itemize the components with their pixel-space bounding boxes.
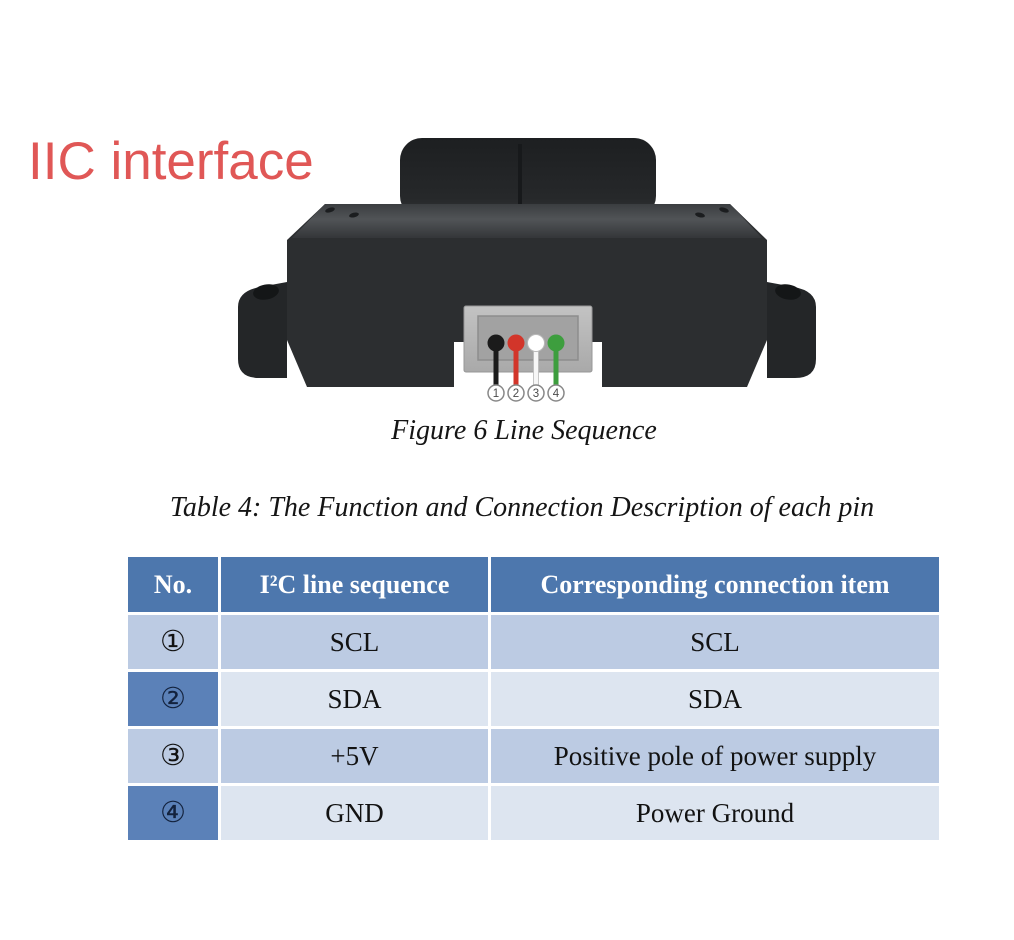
table-cell-item: SCL: [491, 615, 939, 669]
device-body: [287, 204, 767, 387]
table-cell-no: ③: [128, 729, 218, 783]
svg-text:3: 3: [533, 388, 539, 400]
table-cell-item: SDA: [491, 672, 939, 726]
table-caption: Table 4: The Function and Connection Des…: [169, 492, 875, 523]
svg-text:2: 2: [513, 388, 519, 400]
screw-mark-icon: [719, 207, 729, 213]
svg-text:4: 4: [553, 388, 560, 400]
column-header-line-sequence: I²C line sequence: [221, 557, 488, 612]
table-cell-line: SDA: [221, 672, 488, 726]
mounting-flange-left: [238, 282, 287, 378]
flange-hole-left-icon: [253, 284, 279, 300]
screw-mark-icon: [349, 212, 359, 218]
body-top-bevel: [292, 204, 762, 238]
screw-mark-icon: [695, 212, 705, 218]
mounting-flange-right: [767, 282, 816, 378]
table-cell-line: +5V: [221, 729, 488, 783]
table-cell-item: Power Ground: [491, 786, 939, 840]
table-cell-line: SCL: [221, 615, 488, 669]
pin-number-badge-1: 1: [487, 384, 505, 402]
column-header-connection-item: Corresponding connection item: [491, 557, 939, 612]
svg-text:1: 1: [493, 388, 499, 400]
flange-hole-right-icon: [775, 284, 801, 300]
table-cell-no: ①: [128, 615, 218, 669]
screw-mark-icon: [325, 207, 335, 213]
lidar-device-illustration: 1 2 3 4: [238, 138, 816, 412]
column-header-no: No.: [128, 557, 218, 612]
figure-caption: Figure 6 Line Sequence: [391, 415, 657, 446]
pin-red: [507, 334, 525, 390]
pin-number-badge-4: 4: [547, 384, 565, 402]
pin-number-badge-2: 2: [507, 384, 525, 402]
table-cell-no: ②: [128, 672, 218, 726]
table-cell-no: ④: [128, 786, 218, 840]
pin-function-table: No. I²C line sequence Corresponding conn…: [128, 557, 939, 840]
pin-black: [487, 334, 505, 390]
section-heading: IIC interface: [28, 132, 314, 191]
lens-housing: [400, 138, 656, 218]
table-cell-line: GND: [221, 786, 488, 840]
pin-green: [547, 334, 565, 390]
pin-number-badge-3: 3: [527, 384, 545, 402]
table-cell-item: Positive pole of power supply: [491, 729, 939, 783]
